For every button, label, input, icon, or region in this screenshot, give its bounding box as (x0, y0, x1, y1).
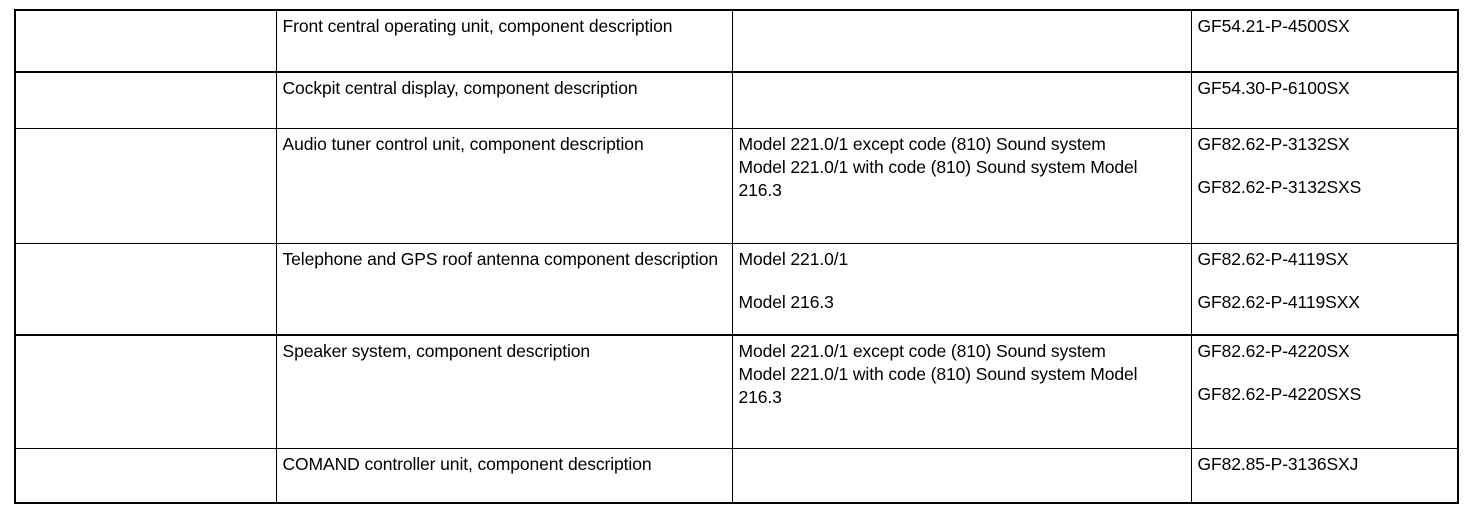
spacer (739, 271, 1185, 291)
model-line: Model 221.0/1 except code (810) Sound sy… (738, 134, 1106, 154)
document-number: GF82.62-P-4119SXX (1197, 291, 1360, 312)
document-number: GF82.62-P-3132SXS (1197, 176, 1362, 197)
cell-description: Front central operating unit, component … (275, 9, 733, 73)
cell-description: COMAND controller unit, component descri… (275, 448, 733, 504)
cell-description: Cockpit central display, component descr… (275, 71, 733, 129)
table-row: COMAND controller unit, component descri… (14, 448, 1459, 504)
component-description-table: Front central operating unit, component … (14, 9, 1459, 504)
cell-model: Model 221.0/1 Model 216.3 (731, 243, 1192, 336)
model-line: Model 221.0/1 with code (810) Sound syst… (738, 156, 1138, 200)
cell-reference (14, 9, 277, 73)
cell-reference (14, 448, 277, 504)
spacer (1198, 156, 1452, 176)
model-line: Model 221.0/1 except code (810) Sound sy… (738, 341, 1106, 361)
cell-reference (14, 128, 277, 244)
spacer (1198, 363, 1452, 383)
description-line: Front central operating unit, component … (282, 16, 673, 36)
description-line: Telephone and GPS roof antenna component… (282, 249, 719, 269)
document-number: GF82.62-P-3132SX (1197, 134, 1350, 154)
cell-model: Model 221.0/1 except code (810) Sound sy… (731, 334, 1192, 449)
cell-model (731, 448, 1192, 504)
document-number: GF54.21-P-4500SX (1197, 16, 1350, 36)
document-number: GF82.85-P-3136SXJ (1197, 454, 1359, 474)
cell-reference (14, 334, 277, 449)
table-row: Audio tuner control unit, component desc… (14, 128, 1459, 244)
cell-model (731, 9, 1192, 73)
model-line: Model 216.3 (738, 291, 834, 312)
cell-document: GF54.21-P-4500SX (1190, 9, 1459, 73)
cell-document: GF54.30-P-6100SX (1190, 71, 1459, 129)
cell-description: Speaker system, component description (275, 334, 733, 449)
table-row: Speaker system, component description Mo… (14, 334, 1459, 449)
spacer (1198, 271, 1452, 291)
cell-document: GF82.62-P-3132SX GF82.62-P-3132SXS (1190, 128, 1459, 244)
cell-document: GF82.62-P-4119SX GF82.62-P-4119SXX (1190, 243, 1459, 336)
cell-description: Telephone and GPS roof antenna component… (275, 243, 733, 336)
cell-reference (14, 71, 277, 129)
cell-reference (14, 243, 277, 336)
document-number: GF54.30-P-6100SX (1197, 78, 1350, 98)
cell-model: Model 221.0/1 except code (810) Sound sy… (731, 128, 1192, 244)
description-line: Cockpit central display, component descr… (282, 78, 638, 98)
table-row: Telephone and GPS roof antenna component… (14, 243, 1459, 336)
description-line: Audio tuner control unit, component desc… (282, 134, 644, 154)
cell-description: Audio tuner control unit, component desc… (275, 128, 733, 244)
document-number: GF82.62-P-4220SXS (1197, 383, 1362, 404)
document-number: GF82.62-P-4220SX (1197, 341, 1350, 361)
description-line: Speaker system, component description (282, 341, 591, 361)
document-number: GF82.62-P-4119SX (1197, 249, 1349, 269)
table-row: Front central operating unit, component … (14, 9, 1459, 73)
cell-document: GF82.62-P-4220SX GF82.62-P-4220SXS (1190, 334, 1459, 449)
model-line: Model 221.0/1 with code (810) Sound syst… (738, 363, 1138, 407)
model-line: Model 221.0/1 (738, 249, 849, 269)
table-body: Front central operating unit, component … (14, 9, 1459, 504)
cell-model (731, 71, 1192, 129)
table-row: Cockpit central display, component descr… (14, 71, 1459, 129)
cell-document: GF82.85-P-3136SXJ (1190, 448, 1459, 504)
description-line: COMAND controller unit, component descri… (282, 454, 652, 474)
